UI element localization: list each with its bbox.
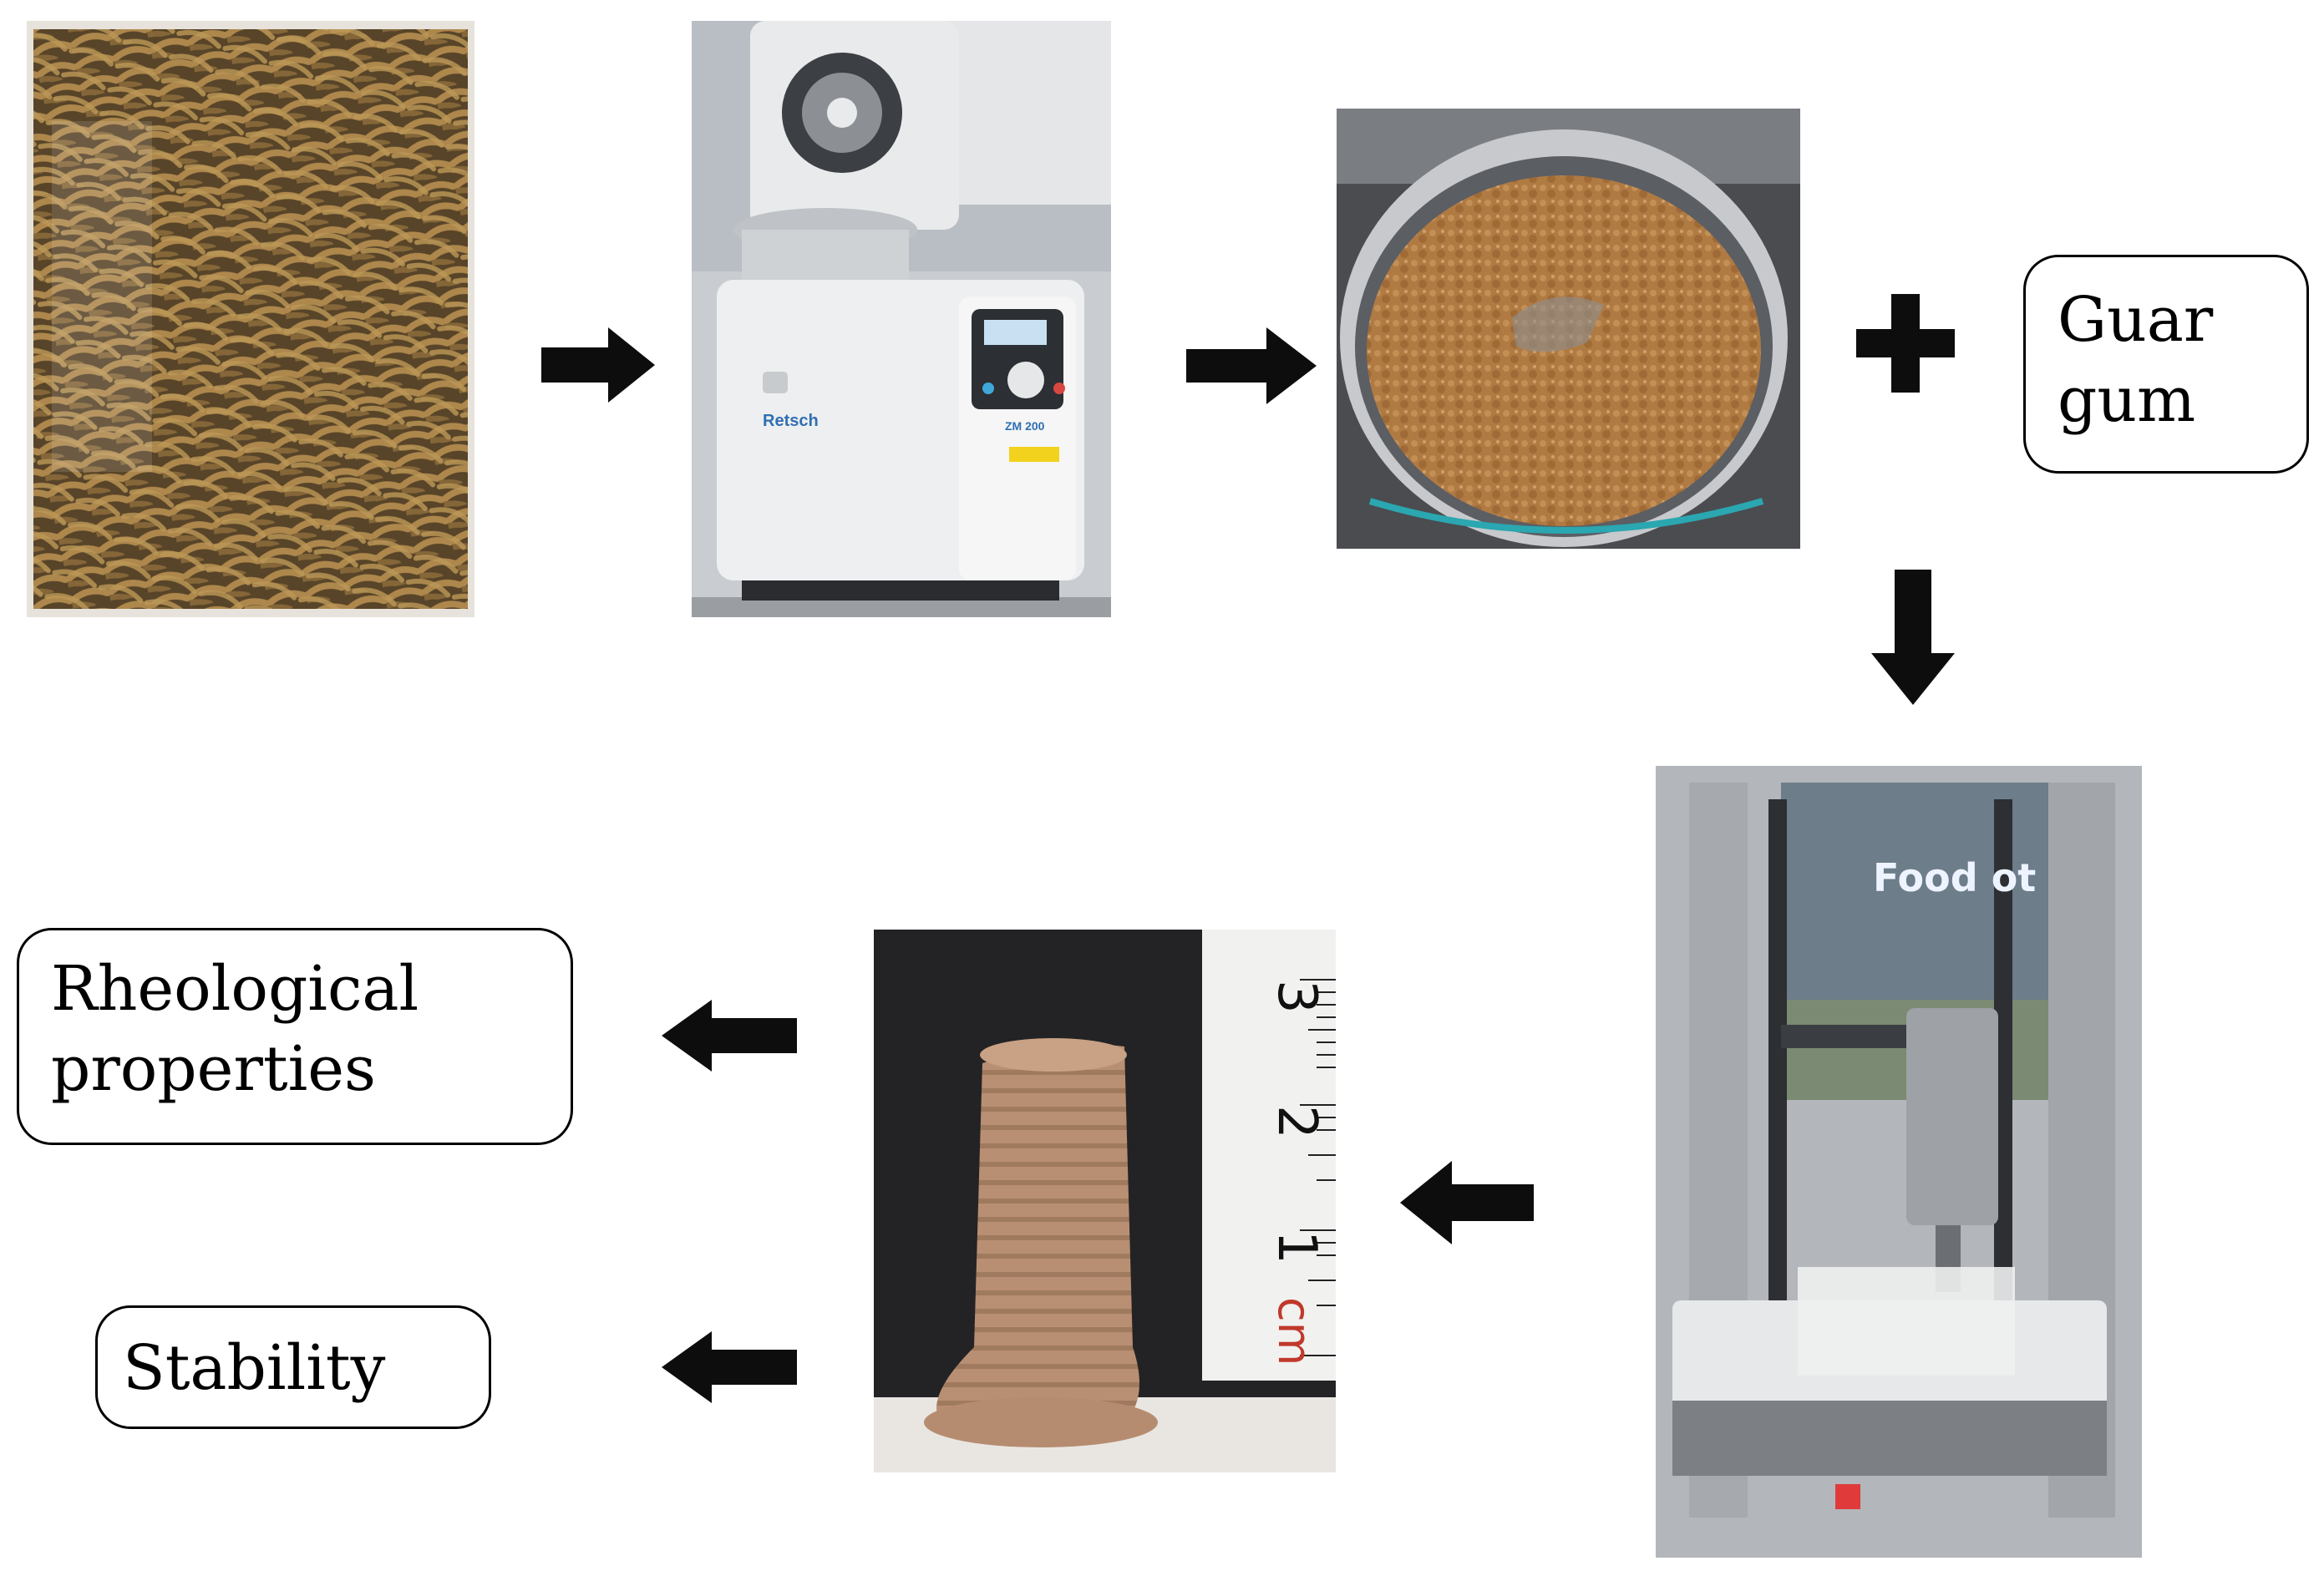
mill-model-text: ZM 200 (1005, 419, 1045, 433)
rheological-line-1: Rheological (51, 953, 419, 1025)
guar-gum-line-2: gum (2058, 364, 2196, 436)
arrow-left-to-rheological (662, 1000, 797, 1072)
ruler-number-2: 2 (1266, 1105, 1327, 1139)
insect-powder-photo (1337, 109, 1800, 549)
mealworm-bag-photo (27, 21, 474, 617)
guar-gum-box: Guar gum (2023, 255, 2309, 474)
stability-box: Stability (95, 1305, 491, 1429)
ruler-number-1: 1 (1266, 1230, 1327, 1264)
arrow-right-1 (541, 327, 655, 403)
rheological-line-2: properties (51, 1033, 377, 1105)
arrow-left-from-printer (1400, 1161, 1534, 1244)
guar-gum-line-1: Guar (2058, 284, 2214, 356)
ruler-number-3: 3 (1266, 980, 1327, 1014)
grinding-mill-photo: Retsch ZM 200 (692, 21, 1111, 617)
mill-brand-text: Retsch (763, 412, 819, 430)
plus-icon (1856, 294, 1955, 393)
arrow-right-2 (1186, 327, 1317, 404)
food-3d-printer-photo: Food ot (1656, 766, 2142, 1558)
ruler-unit: cm (1268, 1297, 1321, 1366)
stability-label: Stability (123, 1332, 386, 1404)
arrow-left-to-stability (662, 1331, 797, 1403)
printed-tower-photo: 3 2 1 cm (874, 930, 1336, 1472)
arrow-down (1871, 570, 1955, 705)
printer-brand-text: Food ot (1873, 855, 2036, 900)
rheological-properties-box: Rheological properties (17, 928, 573, 1145)
